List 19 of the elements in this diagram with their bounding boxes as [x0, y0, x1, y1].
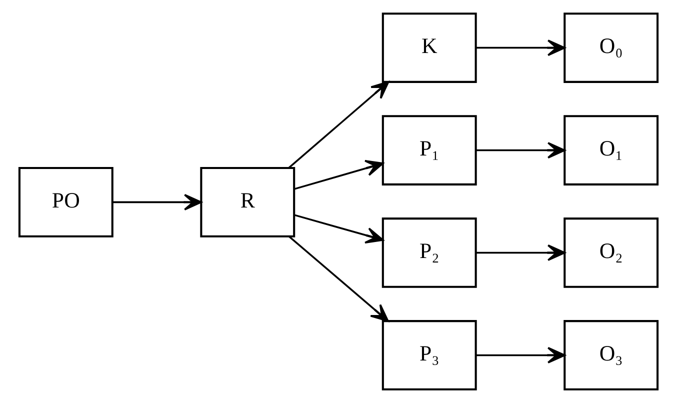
node-box: R — [200, 167, 295, 238]
arrow — [293, 160, 384, 190]
node-box: O₀ — [563, 12, 658, 83]
arrow — [112, 194, 202, 210]
node-box: O₃ — [563, 320, 658, 390]
node-box: P₃ — [381, 320, 476, 390]
node-box: O₂ — [563, 218, 658, 288]
arrow — [475, 142, 565, 159]
node-box: O₁ — [563, 115, 658, 186]
arrow — [288, 81, 389, 169]
node-box: P₂ — [381, 218, 476, 288]
arrow — [475, 244, 565, 261]
arrow — [475, 346, 565, 364]
arrow — [288, 236, 388, 322]
node-box: P₁ — [381, 115, 476, 186]
arrow — [293, 214, 384, 244]
node-box: K — [381, 12, 476, 83]
node-box: PO — [18, 167, 113, 238]
arrow — [475, 40, 565, 56]
